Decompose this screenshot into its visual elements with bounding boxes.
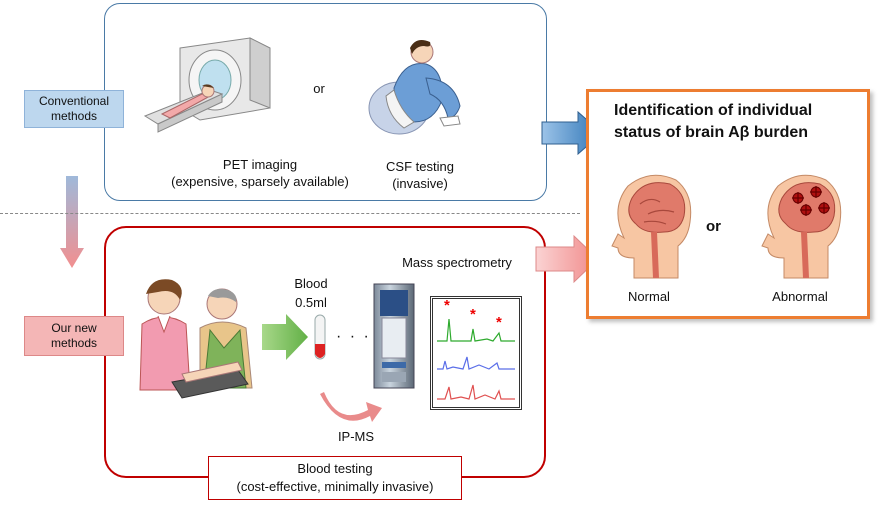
normal-label: Normal [628,289,670,304]
abnormal-label: Abnormal [772,289,828,304]
csf-note: (invasive) [392,176,448,191]
result-title-line2: status of brain Aβ burden [614,124,809,141]
pet-scanner-illustration [143,37,271,133]
csf-caption: CSF testing (invasive) [360,158,480,192]
result-title-line1: Identification of individual [614,102,813,119]
new-methods-label: Our new methods [24,316,124,356]
new-label-line2: methods [50,336,98,350]
peak-marker-2: * [470,306,476,323]
result-or-text: or [706,218,721,235]
conventional-label-line1: Conventional [38,94,110,108]
peak-marker-3: * [496,314,502,331]
ipms-label: IP-MS [337,429,375,444]
conventional-methods-label: Conventional methods [24,90,124,128]
blood-testing-title: Blood testing [297,461,373,476]
ellipsis-text: · · · [336,328,371,345]
normal-brain-head-icon [611,174,692,279]
green-process-arrow [262,314,308,360]
ipms-curved-arrow [320,392,382,422]
csf-title: CSF testing [386,159,454,174]
blood-draw-illustration [139,279,253,399]
section-divider [0,213,580,214]
blood-testing-caption: Blood testing (cost-effective, minimally… [208,456,462,500]
blood-volume-label: Blood 0.5ml [288,274,334,312]
conventional-label-line2: methods [50,109,98,123]
mass-spectrometry-label: Mass spectrometry [402,255,512,270]
result-title: Identification of individual status of b… [614,100,854,144]
pet-title: PET imaging [222,157,298,172]
blood-testing-note: (cost-effective, minimally invasive) [236,479,434,494]
spectrum-panel [430,296,522,410]
vertical-transition-arrow [60,176,84,268]
mass-spectrometer-icon [373,283,415,389]
pet-caption: PET imaging (expensive, sparsely availab… [150,156,370,190]
pet-note: (expensive, sparsely available) [171,174,349,189]
abnormal-brain-head-icon [761,174,842,279]
blood-tube-icon [314,314,326,360]
spectrum-traces [437,318,515,400]
blood-label-line2: 0.5ml [295,295,327,310]
blood-label-line1: Blood [294,276,328,291]
conventional-or-text: or [313,81,325,96]
new-label-line1: Our new [51,321,97,335]
csf-patient-illustration [368,40,461,135]
peak-marker-1: * [444,297,450,314]
